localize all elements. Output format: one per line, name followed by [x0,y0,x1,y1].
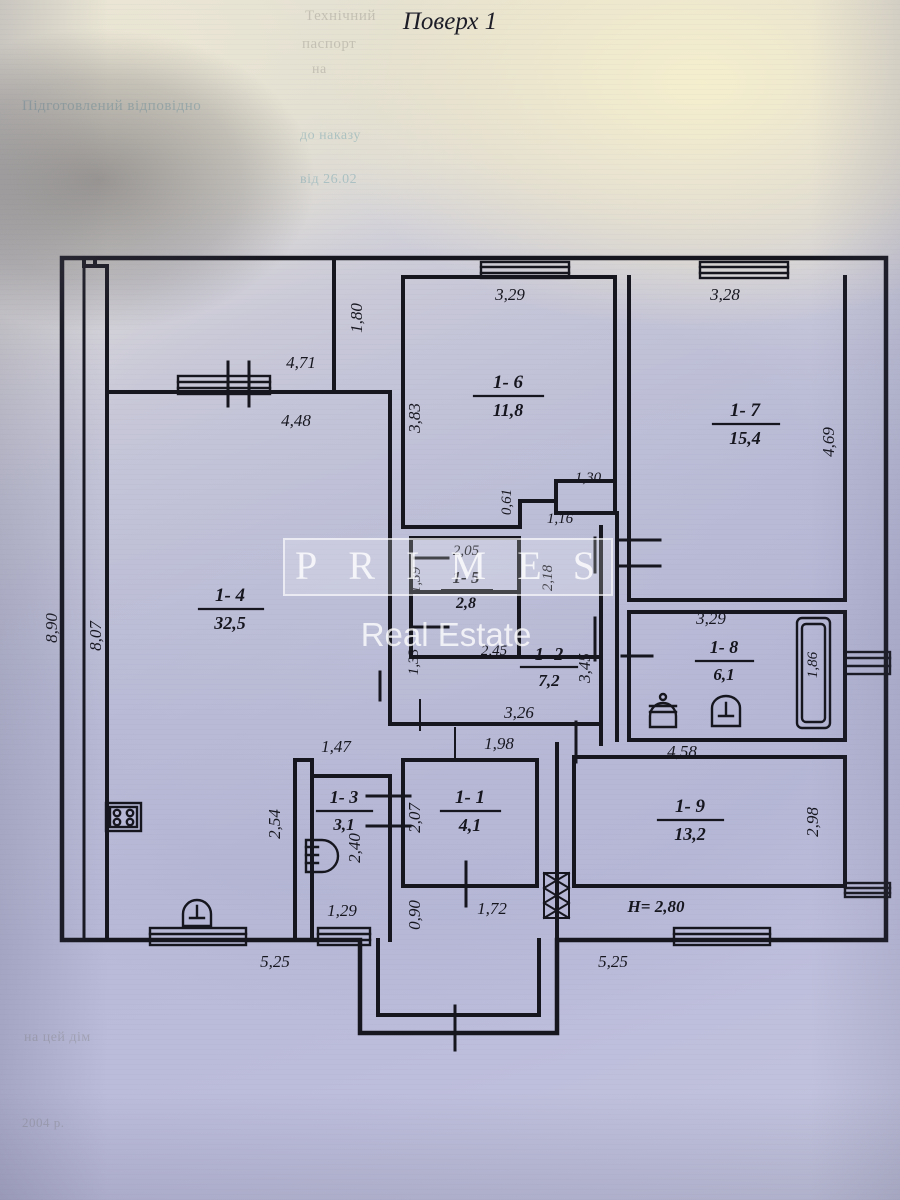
room-area-1-6: 11,8 [493,400,524,420]
dim-3-29-mid: 3,29 [695,609,726,628]
shower-icon [304,838,340,874]
dim-4-71: 4,71 [286,353,316,372]
dim-3-29-top: 3,29 [494,285,525,304]
dim-4-58: 4,58 [667,742,697,761]
room-id-1-9: 1- 9 [675,796,706,817]
dim-2-54: 2,54 [265,809,284,839]
room-id-1-8: 1- 8 [710,637,739,657]
dim-1-16: 1,16 [547,511,574,527]
stove-icon [104,801,143,833]
dim-3-26: 3,26 [503,703,534,722]
dim-1-98: 1,98 [484,734,514,753]
room-area-1-4: 32,5 [213,613,246,633]
dim-5-25-right: 5,25 [598,952,628,971]
room-area-1-7: 15,4 [729,428,761,448]
room-id-1-2: 1- 2 [535,644,564,664]
dim-1-33: 1,33 [406,649,422,675]
room-area-1-8: 6,1 [713,665,734,684]
dim-3-45: 3,45 [575,653,594,684]
room-area-1-9: 13,2 [674,824,706,844]
chimney-hatch-icon [542,871,571,920]
room-id-1-5: 1- 5 [453,568,480,587]
dim-1-80: 1,80 [347,303,366,333]
dim-1-39: 1,39 [408,566,424,593]
ceiling-height-label: H= 2,80 [627,897,685,916]
page-title: Поверх 1 [402,8,498,35]
room-area-1-2: 7,2 [538,671,560,690]
room-area-1-5: 2,8 [455,595,476,612]
room-area-1-3: 3,1 [332,815,354,834]
room-id-1-1: 1- 1 [455,787,485,808]
dim-1-29: 1,29 [327,901,357,920]
interior-walls [82,256,847,1017]
dim-2-18: 2,18 [540,564,556,591]
window-top-room17 [698,260,790,280]
window-right-room18 [843,650,892,676]
outer-wall-offset [60,256,86,942]
dim-2-45: 2,45 [481,643,508,659]
room-id-1-6: 1- 6 [493,372,524,393]
room-id-1-4: 1- 4 [215,585,245,606]
dim-3-83: 3,83 [405,403,424,434]
dim-8-07: 8,07 [86,620,105,651]
dim-2-07: 2,07 [405,802,424,833]
dimension-ticks [419,699,456,761]
dim-2-40: 2,40 [345,833,364,863]
dim-5-25-left: 5,25 [260,952,290,971]
dim-0-61: 0,61 [499,489,515,515]
window-bottom-left [148,926,248,947]
room-area-1-1: 4,1 [458,815,482,835]
toilet-icon [648,692,678,729]
room-id-1-3: 1- 3 [330,787,359,807]
dimension-label-group: 3,29 3,28 4,71 4,48 1,30 1,16 2,05 2,45 … [42,285,838,971]
dim-2-98: 2,98 [803,807,822,837]
building-outline [59,255,889,1036]
dim-1-30: 1,30 [575,470,602,486]
window-right-room19 [843,881,892,899]
dim-2-05: 2,05 [453,543,480,559]
room-label-group: 1- 6 11,8 1- 7 15,4 1- 4 32,5 1- 5 2,8 1… [197,372,781,916]
bathtub-icon [795,616,832,730]
dim-0-90: 0,90 [405,900,424,930]
dim-3-28: 3,28 [709,285,740,304]
door-bottom-room13 [316,926,372,947]
door-openings [226,360,662,1052]
dim-4-69: 4,69 [819,427,838,457]
dim-1-72: 1,72 [477,899,507,918]
window-bottom-room19 [672,926,772,947]
dim-8-90: 8,90 [42,613,61,643]
dim-1-86: 1,86 [805,651,821,678]
room-id-1-7: 1- 7 [730,400,762,421]
dim-1-47: 1,47 [321,737,352,756]
sink-icon [181,898,213,928]
dim-4-48: 4,48 [281,411,311,430]
sink-icon-bath [710,694,742,728]
